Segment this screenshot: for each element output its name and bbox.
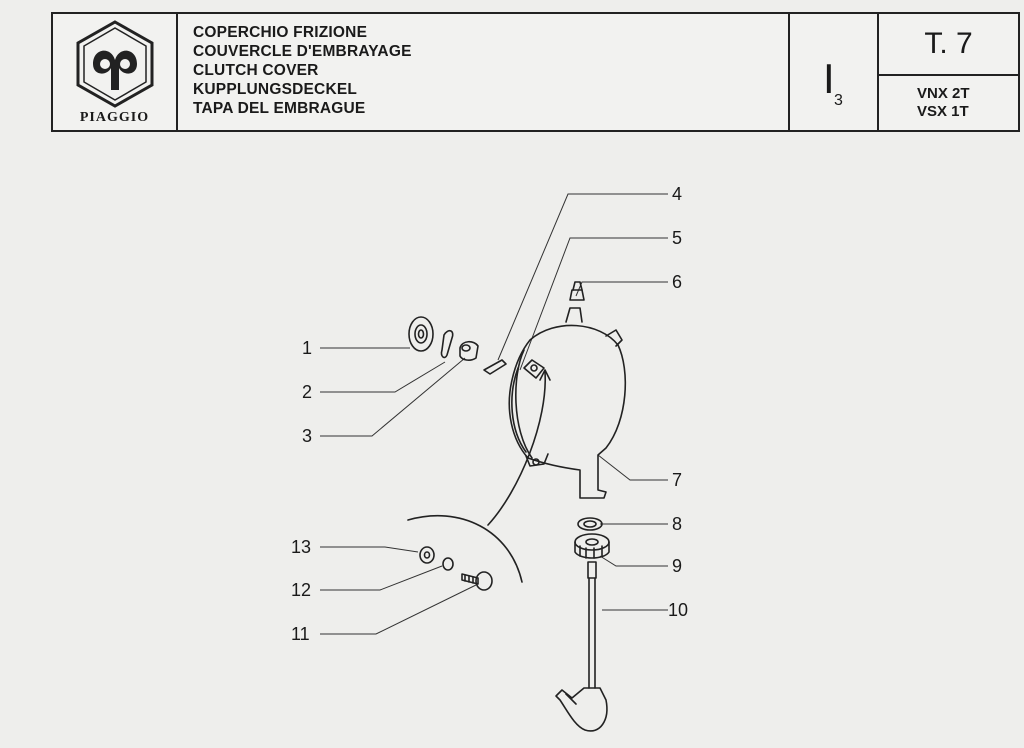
callout-13: 13 — [291, 537, 311, 557]
part-nipple-icon — [569, 281, 585, 301]
part-washer-icon — [577, 517, 603, 531]
part-lock-washer-icon — [442, 557, 454, 571]
title-es: TAPA DEL EMBRAGUE — [193, 100, 366, 117]
callout-6: 6 — [672, 272, 682, 292]
section-letter: I — [823, 55, 835, 102]
title-it: COPERCHIO FRIZIONE — [193, 24, 368, 41]
callout-10: 10 — [668, 600, 688, 620]
callout-2: 2 — [302, 382, 312, 402]
model-list: VNX 2T VSX 1T — [879, 76, 1018, 130]
leader-lines — [320, 193, 668, 635]
part-clip-icon — [483, 359, 507, 375]
table-code: T. 7 — [879, 14, 1018, 76]
model-1: VNX 2T — [917, 85, 970, 102]
part-oil-seal-icon — [408, 316, 434, 352]
callout-11: 11 — [291, 624, 310, 644]
model-2: VSX 1T — [917, 103, 969, 120]
part-screw-icon — [461, 571, 493, 591]
callout-3: 3 — [302, 426, 312, 446]
brand-name: PIAGGIO — [79, 110, 150, 125]
title-list: COPERCHIO FRIZIONE COUVERCLE D'EMBRAYAGE… — [178, 14, 790, 130]
part-plain-washer-icon — [419, 546, 435, 564]
callout-5: 5 — [672, 228, 682, 248]
logo-cell: PIAGGIO — [53, 14, 178, 130]
section-cell: I 3 — [790, 14, 879, 130]
callout-9: 9 — [672, 556, 682, 576]
title-block: PIAGGIO COPERCHIO FRIZIONE COUVERCLE D'E… — [51, 12, 1020, 132]
title-fr: COUVERCLE D'EMBRAYAGE — [193, 43, 412, 60]
callout-4: 4 — [672, 184, 682, 204]
part-gear-icon — [574, 533, 610, 559]
callout-12: 12 — [291, 580, 311, 600]
callout-8: 8 — [672, 514, 682, 534]
piaggio-logo-icon — [76, 20, 154, 108]
pipe-curve — [487, 369, 551, 526]
engine-case-arc — [407, 515, 523, 583]
title-en: CLUTCH COVER — [193, 62, 319, 79]
title-de: KUPPLUNGSDECKEL — [193, 81, 358, 98]
table-cell: T. 7 VNX 2T VSX 1T — [879, 14, 1018, 130]
part-clutch-cover-icon — [508, 307, 627, 499]
callout-7: 7 — [672, 470, 682, 490]
part-bush-icon — [459, 340, 479, 361]
callout-labels: 1 2 3 4 5 6 7 8 9 10 11 12 13 — [291, 184, 688, 644]
callout-1: 1 — [302, 338, 312, 358]
part-bracket-icon — [440, 329, 454, 359]
part-shaft-icon — [555, 561, 608, 732]
section-number: 3 — [834, 92, 843, 109]
